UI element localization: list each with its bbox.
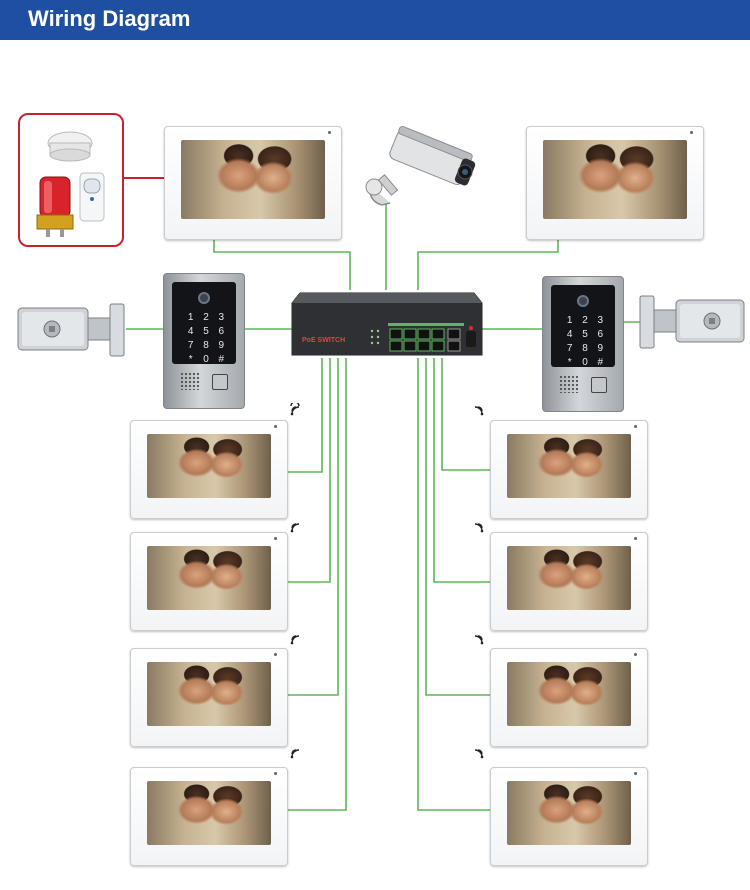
monitor-indicator [634, 537, 637, 540]
card-reader-icon [591, 377, 607, 393]
monitor-screen [507, 546, 631, 610]
key: 9 [218, 340, 225, 351]
monitor-indicator [274, 772, 277, 775]
wifi-icon [290, 523, 300, 533]
ip-camera-icon [365, 125, 476, 206]
key: # [597, 357, 604, 368]
key: 1 [566, 315, 573, 326]
door-camera-icon [577, 295, 589, 307]
poe-switch [291, 292, 483, 356]
key: * [567, 357, 572, 368]
wire-right-monitor-2 [433, 358, 490, 583]
siren-icon [36, 176, 74, 237]
monitor-indicator [274, 425, 277, 428]
wire-right-monitor-3 [425, 358, 490, 696]
wifi-icon [290, 749, 300, 759]
monitor-screen [507, 662, 631, 726]
monitor-screen [181, 140, 325, 219]
wifi-icon [474, 523, 484, 533]
key: 4 [566, 329, 573, 340]
keypad: 1 2 3 4 5 6 7 8 9 * 0 # [183, 312, 229, 365]
wifi-icon [290, 635, 300, 645]
wire-right-monitor-1 [441, 358, 490, 471]
key: * [188, 354, 193, 365]
wifi-icon [474, 749, 484, 759]
key: 3 [218, 312, 225, 323]
monitor-screen [147, 781, 271, 845]
key: 5 [203, 326, 209, 337]
monitor-screen [507, 434, 631, 498]
wire-left-monitor-4 [286, 358, 347, 811]
switch-ports [388, 323, 464, 352]
switch-label: PoE SWITCH [302, 337, 346, 344]
key: 3 [597, 315, 604, 326]
monitor-indicator [328, 131, 331, 134]
monitor-indicator [274, 653, 277, 656]
key: 6 [597, 329, 604, 340]
alarm-sensor-group [18, 113, 124, 247]
outdoor-station-left: 1 2 3 4 5 6 7 8 9 * 0 # [163, 273, 245, 409]
monitor-indicator [274, 537, 277, 540]
status-leds [370, 329, 380, 345]
key: 1 [187, 312, 194, 323]
speaker-grille [180, 372, 200, 390]
key: 2 [203, 312, 209, 323]
wifi-icon [474, 406, 484, 416]
wifi-icon [290, 403, 300, 416]
outdoor-station-right: 1 2 3 4 5 6 7 8 9 * 0 # [542, 276, 624, 412]
keypad-panel: 1 2 3 4 5 6 7 8 9 * 0 # [551, 285, 615, 368]
indoor-monitor-top-right [526, 126, 704, 240]
indoor-monitor-left-2 [130, 532, 288, 631]
wire-top-right-monitor [417, 238, 559, 290]
keypad: 1 2 3 4 5 6 7 8 9 * 0 # [562, 315, 608, 368]
indoor-monitor-top-left [164, 126, 342, 240]
key: 0 [582, 357, 588, 368]
monitor-screen [147, 546, 271, 610]
title-bar: Wiring Diagram [0, 0, 750, 40]
monitor-indicator [690, 131, 693, 134]
monitor-screen [543, 140, 687, 219]
monitor-indicator [634, 772, 637, 775]
key: 8 [582, 343, 588, 354]
key: 9 [597, 343, 604, 354]
page-title: Wiring Diagram [28, 6, 191, 31]
keypad-panel: 1 2 3 4 5 6 7 8 9 * 0 # [172, 282, 236, 365]
indoor-monitor-left-1 [130, 420, 288, 519]
wire-top-left-monitor [213, 238, 351, 290]
wire-left-monitor-3 [286, 358, 339, 696]
wifi-icon [474, 635, 484, 645]
monitor-screen [507, 781, 631, 845]
key: 6 [218, 326, 225, 337]
key: 5 [582, 329, 588, 340]
wire-left-monitor-2 [286, 358, 331, 583]
indoor-monitor-right-4 [490, 767, 648, 866]
monitor-indicator [634, 653, 637, 656]
key: 7 [566, 343, 573, 354]
card-reader-icon [212, 374, 228, 390]
monitor-screen [147, 434, 271, 498]
key: 2 [582, 315, 588, 326]
indoor-monitor-left-3 [130, 648, 288, 747]
indoor-monitor-left-4 [130, 767, 288, 866]
indoor-monitor-right-2 [490, 532, 648, 631]
door-camera-icon [198, 292, 210, 304]
electric-lock-left-icon [17, 303, 125, 357]
key: # [218, 354, 225, 365]
monitor-screen [147, 662, 271, 726]
pir-sensor-icon [79, 172, 105, 222]
smoke-detector-icon [47, 131, 93, 162]
key: 7 [187, 340, 194, 351]
electric-lock-right-icon [639, 295, 745, 349]
key: 8 [203, 340, 209, 351]
indoor-monitor-right-3 [490, 648, 648, 747]
wire-right-monitor-4 [417, 358, 490, 811]
wire-left-monitor-1 [286, 358, 323, 473]
speaker-grille [559, 375, 579, 393]
indoor-monitor-right-1 [490, 420, 648, 519]
monitor-indicator [634, 425, 637, 428]
key: 4 [187, 326, 194, 337]
key: 0 [203, 354, 209, 365]
